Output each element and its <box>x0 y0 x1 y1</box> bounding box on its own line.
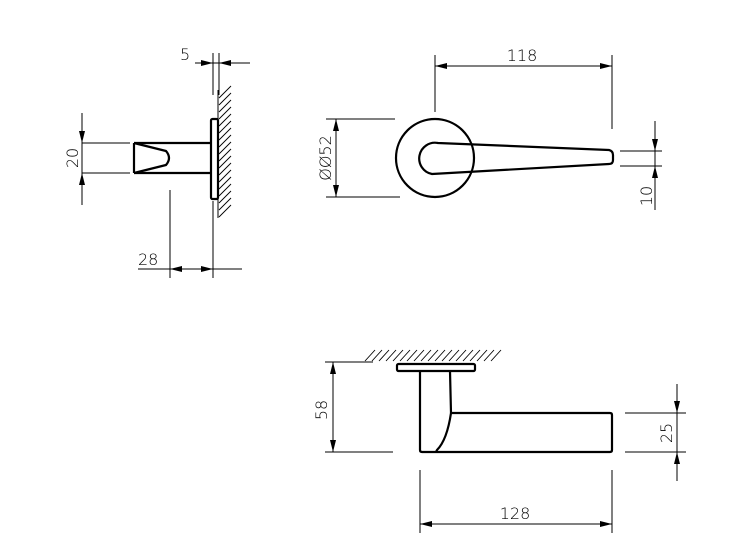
dimension-128: 128 <box>419 470 613 533</box>
dimension-118: 118 <box>434 46 613 129</box>
dimension-diameter-52: ØØ52 <box>316 118 400 198</box>
dimension-label: 28 <box>138 250 158 269</box>
front-view: 58 25 128 <box>312 349 686 533</box>
lever-curve <box>435 412 453 453</box>
dimension-20: 20 <box>63 113 130 205</box>
lever-outline <box>418 370 614 454</box>
dimension-label: 5 <box>180 45 190 64</box>
dimension-label: 58 <box>312 400 331 420</box>
dimension-58: 58 <box>312 361 393 453</box>
top-view: 118 ØØ52 10 <box>316 46 662 210</box>
lever-tip <box>133 141 171 175</box>
side-view: 20 5 28 <box>63 45 250 278</box>
dimension-label: 20 <box>63 148 82 168</box>
dimension-10: 10 <box>620 121 662 210</box>
rose-plate <box>395 362 477 373</box>
dimension-label: 128 <box>500 504 531 523</box>
dimension-label: 10 <box>637 186 656 206</box>
rose-plate <box>209 117 220 201</box>
dimension-25: 25 <box>625 384 686 481</box>
dimension-28: 28 <box>138 190 242 278</box>
wall-hatching <box>218 85 232 218</box>
dimension-label: 25 <box>657 423 676 443</box>
dimension-label: ØØ52 <box>316 135 335 181</box>
dimension-5: 5 <box>180 45 250 95</box>
lever-shaft <box>132 141 211 175</box>
dimension-label: 118 <box>507 46 538 65</box>
rose-circle <box>394 117 476 199</box>
lever-outline <box>418 141 615 176</box>
ceiling-hatching <box>364 349 502 362</box>
